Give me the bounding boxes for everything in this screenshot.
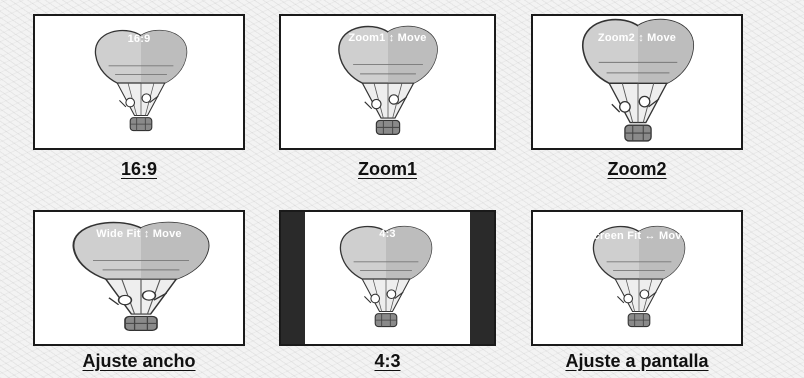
screen-preview-screen-fit: Screen Fit ↔ Move	[531, 210, 743, 346]
overlay-label: Screen Fit ↔ Move	[586, 230, 688, 242]
screen-preview-zoom1: Zoom1 ↕ Move	[279, 14, 496, 150]
mode-caption-wide-fit: Ajuste ancho	[33, 351, 245, 372]
mode-caption-screen-fit: Ajuste a pantalla	[521, 351, 753, 372]
screen-preview-wide-fit: Wide Fit ↕ Move	[33, 210, 245, 346]
screen-preview-zoom2: Zoom2 ↕ Move	[531, 14, 743, 150]
overlay-label: Zoom2 ↕ Move	[598, 32, 676, 44]
pillarbox-picture: 4:3	[305, 212, 470, 344]
overlay-label: 4:3	[379, 228, 396, 240]
mode-caption-zoom2: Zoom2	[531, 159, 743, 180]
mode-caption-16-9: 16:9	[33, 159, 245, 180]
overlay-label: Wide Fit ↕ Move	[96, 228, 181, 240]
screen-preview-16-9: 16:9	[33, 14, 245, 150]
screen-preview-4-3: 4:3	[279, 210, 496, 346]
mode-caption-zoom1: Zoom1	[279, 159, 496, 180]
overlay-label: Zoom1 ↕ Move	[348, 32, 426, 44]
overlay-label: 16:9	[128, 33, 151, 45]
mode-caption-4-3: 4:3	[279, 351, 496, 372]
